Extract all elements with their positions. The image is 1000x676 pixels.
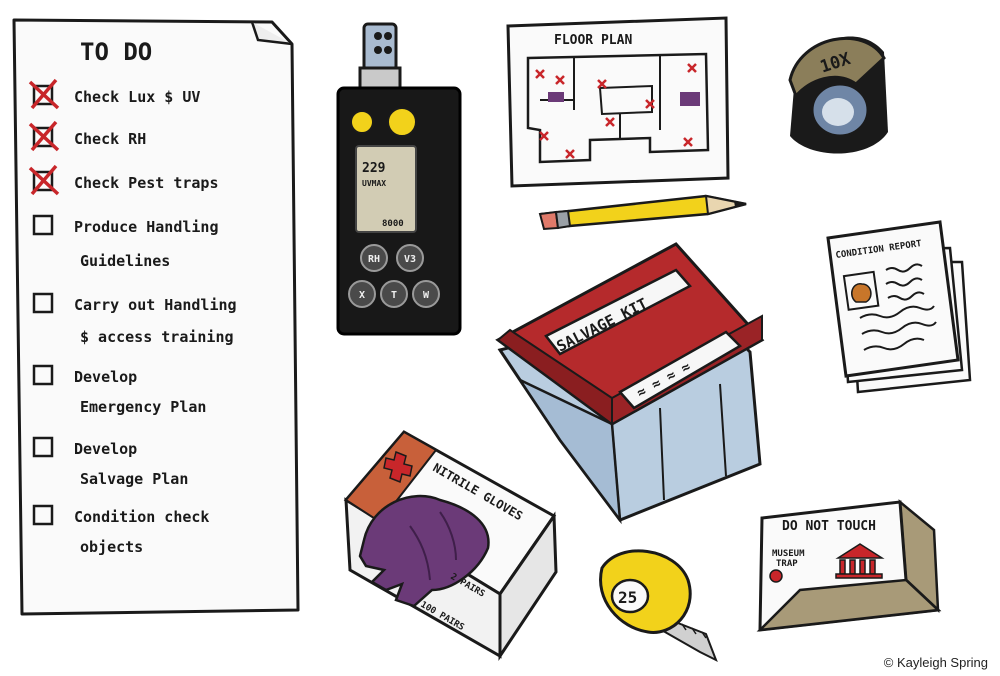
meter-reading-1: 229 bbox=[362, 161, 385, 176]
todo-item-text-2: Emergency Plan bbox=[80, 398, 206, 416]
floor-plan-title: FLOOR PLAN bbox=[554, 33, 632, 48]
todo-item: Condition check objects bbox=[32, 504, 209, 556]
checkbox-checked bbox=[32, 84, 54, 106]
meter-button-label: T bbox=[391, 290, 397, 301]
todo-item-text: Develop bbox=[74, 440, 137, 458]
todo-item-text: Check Pest traps bbox=[74, 174, 219, 192]
meter-button-label: W bbox=[423, 290, 430, 301]
meter-reading-2: UVMAX bbox=[362, 179, 386, 188]
checkbox-unchecked bbox=[32, 364, 54, 386]
trap-sublabel-1: MUSEUM bbox=[772, 549, 805, 559]
light-meter: 229 UVMAX 8000 RH V3X T W bbox=[336, 22, 462, 336]
meter-button bbox=[380, 280, 408, 308]
todo-item-text: Carry out Handling bbox=[74, 296, 237, 314]
todo-item-text: Check RH bbox=[74, 130, 146, 148]
checkbox-checked bbox=[32, 126, 54, 148]
loupe-magnifier: 10X bbox=[788, 36, 888, 154]
todo-item-text: Check Lux $ UV bbox=[74, 88, 200, 106]
checkbox-unchecked bbox=[32, 436, 54, 458]
todo-item-text-2: objects bbox=[80, 538, 143, 556]
checkbox-unchecked bbox=[32, 292, 54, 314]
copyright-notice: © Kayleigh Spring bbox=[883, 655, 988, 670]
floor-plan: FLOOR PLAN bbox=[506, 16, 730, 188]
todo-item: Check Pest traps bbox=[28, 164, 219, 196]
salvage-kit-box: SALVAGE KIT ≈ ≈ ≈ ≈ bbox=[495, 242, 765, 525]
condition-report: CONDITION REPORT bbox=[826, 220, 972, 394]
todo-list: TO DO Check Lux $ UV Check RH Check Pest t… bbox=[12, 18, 300, 616]
todo-item-text-2: $ access training bbox=[80, 328, 234, 346]
check-mark-icon bbox=[28, 78, 60, 110]
todo-item-text: Condition check bbox=[74, 508, 209, 526]
trap-sublabel-2: TRAP bbox=[776, 559, 798, 569]
nitrile-gloves-box: NITRILE GLOVES 2 PAIRS 100 PAIRS bbox=[343, 430, 558, 661]
meter-button-label: RH bbox=[368, 254, 380, 265]
meter-reading-3: 8000 bbox=[382, 219, 404, 229]
checkbox-unchecked bbox=[32, 504, 54, 526]
checkbox-unchecked bbox=[32, 214, 54, 236]
check-mark-icon bbox=[28, 164, 60, 196]
todo-title: TO DO bbox=[80, 38, 152, 66]
pencil bbox=[538, 194, 747, 231]
checkbox-checked bbox=[32, 170, 54, 192]
meter-button bbox=[348, 280, 376, 308]
trap-label: DO NOT TOUCH bbox=[782, 519, 876, 534]
tape-measure: 25 bbox=[599, 549, 718, 663]
check-mark-icon bbox=[28, 120, 60, 152]
museum-trap: DO NOT TOUCH MUSEUM TRAP bbox=[756, 499, 942, 632]
meter-button bbox=[396, 244, 424, 272]
todo-item-text-2: Salvage Plan bbox=[80, 470, 188, 488]
todo-item: Carry out Handling $ access training bbox=[32, 292, 237, 346]
todo-item: Check RH bbox=[28, 120, 146, 152]
meter-button bbox=[412, 280, 440, 308]
todo-item: Check Lux $ UV bbox=[28, 78, 200, 110]
tape-label: 25 bbox=[618, 588, 637, 607]
meter-button-label: X bbox=[359, 290, 365, 301]
todo-item-text: Develop bbox=[74, 368, 137, 386]
museum-building-icon bbox=[835, 543, 885, 579]
todo-item-text: Produce Handling bbox=[74, 218, 219, 236]
meter-button-label: V3 bbox=[404, 254, 416, 265]
todo-item-text-2: Guidelines bbox=[80, 252, 170, 270]
meter-button bbox=[360, 244, 388, 272]
